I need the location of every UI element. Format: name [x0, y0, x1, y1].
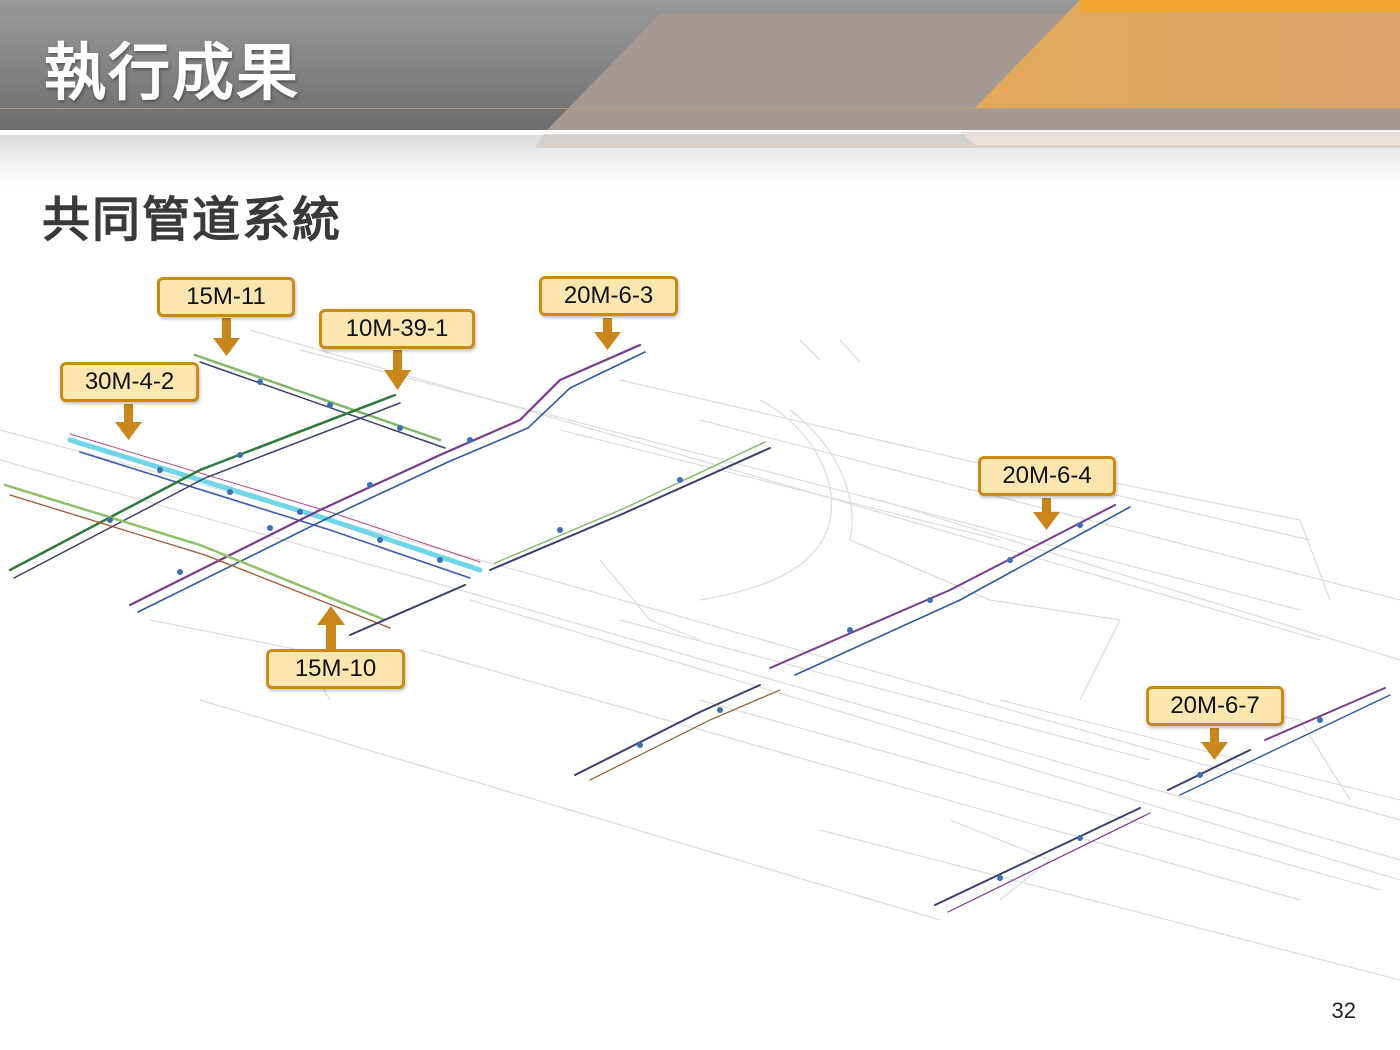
tunnel-lines	[3, 343, 1391, 913]
header-banner	[0, 0, 1400, 200]
tunnel-15m-10	[3, 483, 466, 636]
tunnel-nodes	[107, 379, 1323, 881]
arrow-icon	[213, 318, 240, 356]
section-heading: 共同管道系統	[42, 192, 343, 248]
tunnel-20m-6-7	[934, 687, 1391, 913]
callout-arrows	[115, 318, 1228, 760]
tunnel-20m-6-3	[128, 343, 646, 613]
street-grid	[0, 329, 1400, 981]
label-10m-39-1[interactable]: 10M-39-1	[319, 309, 475, 349]
page-number: 32	[1331, 998, 1356, 1023]
tunnel-30m-4-2	[67, 433, 483, 579]
arrow-icon	[384, 350, 411, 390]
label-30m-4-2[interactable]: 30M-4-2	[60, 362, 199, 402]
label-20m-6-3[interactable]: 20M-6-3	[539, 276, 678, 316]
label-15m-10[interactable]: 15M-10	[266, 649, 405, 689]
label-15m-11[interactable]: 15M-11	[157, 277, 295, 317]
arrow-icon	[1033, 498, 1060, 530]
label-20m-6-7[interactable]: 20M-6-7	[1146, 686, 1284, 726]
label-20m-6-4[interactable]: 20M-6-4	[978, 456, 1116, 496]
arrow-icon	[317, 606, 345, 649]
slide-title: 執行成果	[44, 36, 301, 109]
tunnel-20m-6-4	[574, 504, 1131, 781]
tunnel-middle	[489, 441, 771, 571]
arrow-icon	[594, 318, 621, 350]
arrow-icon	[1201, 728, 1228, 760]
arrow-icon	[115, 404, 142, 440]
tunnel-10m-39-1	[8, 393, 401, 579]
